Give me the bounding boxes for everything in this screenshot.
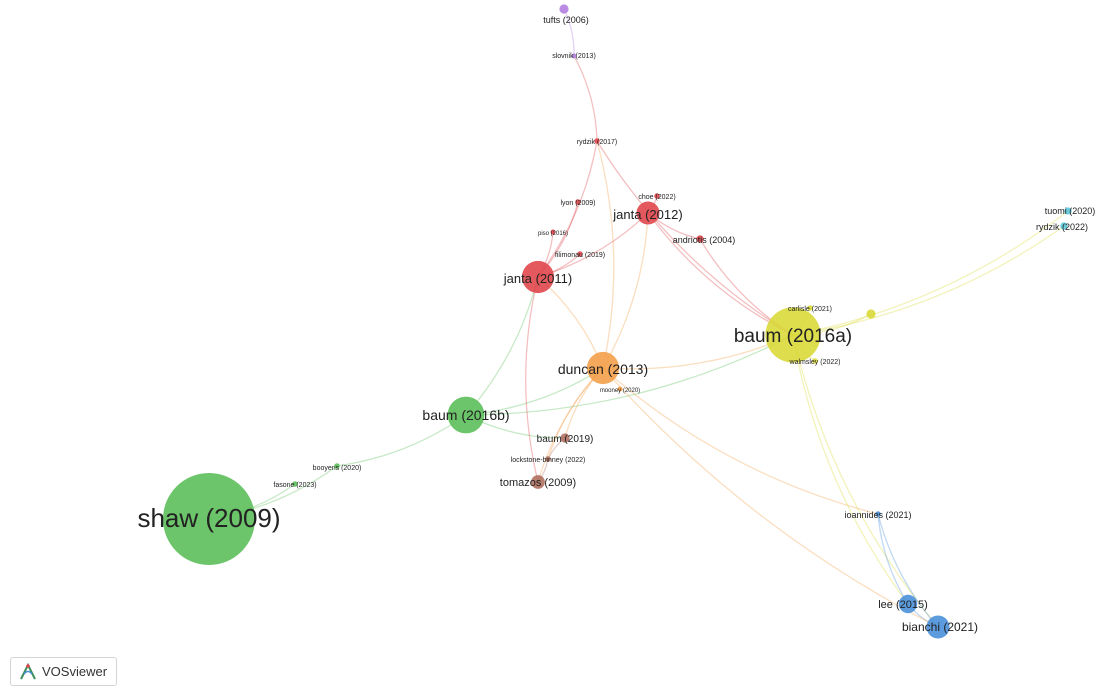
citation-link — [792, 225, 1065, 336]
node-booyens2020[interactable] — [334, 463, 340, 469]
node-rydzik2017[interactable] — [594, 138, 600, 144]
node-label-slovnik2013[interactable]: slovnik (2013) — [552, 53, 596, 60]
node-lockstone2022[interactable] — [545, 456, 551, 462]
citation-link — [877, 513, 939, 628]
node-label-janta2012[interactable]: janta (2012) — [612, 207, 682, 222]
node-slovnik2013[interactable] — [571, 53, 577, 59]
citation-link — [596, 140, 794, 336]
citation-link — [602, 212, 649, 369]
citation-link — [602, 367, 939, 628]
node-label-tomazos2009[interactable]: tomazos (2009) — [500, 477, 576, 489]
citation-link — [537, 367, 604, 483]
citation-link — [573, 55, 598, 142]
citation-link — [792, 334, 939, 628]
node-janta2012[interactable] — [636, 201, 660, 225]
node-label-baum2016b[interactable]: baum (2016b) — [422, 407, 509, 423]
node-label-lyon2009[interactable]: lyon (2009) — [560, 200, 595, 207]
citation-link — [792, 210, 1069, 336]
node-label-duncan2013[interactable]: duncan (2013) — [558, 361, 648, 377]
vosviewer-badge[interactable]: VOSviewer — [10, 657, 117, 686]
node-mooney2020[interactable] — [617, 386, 623, 392]
node-label-baum2019[interactable]: baum (2019) — [537, 434, 594, 445]
node-choe2022[interactable] — [654, 193, 660, 199]
node-carlisle2021[interactable] — [807, 305, 813, 311]
node-bianchi2021[interactable] — [926, 615, 950, 639]
node-rydzik2022[interactable] — [1060, 222, 1068, 230]
vosviewer-label: VOSviewer — [42, 664, 108, 679]
vosviewer-logo-icon — [20, 662, 36, 679]
node-label-rydzik2017[interactable]: rydzik (2017) — [577, 139, 617, 146]
node-fasone2023[interactable] — [292, 481, 298, 487]
node-lee2015[interactable] — [898, 594, 918, 614]
node-filimonau2019[interactable] — [577, 251, 583, 257]
node-andriotis2004[interactable] — [696, 235, 704, 243]
node-label-lee2015[interactable]: lee (2015) — [878, 599, 928, 611]
node-baum2019[interactable] — [560, 433, 570, 443]
node-label-booyens2020[interactable]: booyens (2020) — [313, 465, 362, 472]
citation-link — [537, 212, 649, 278]
node-label-ioannides2021[interactable]: ioannides (2021) — [844, 510, 911, 520]
labels-layer: shaw (2009) baum (2016a) baum (2016b) dunca… — [137, 15, 1095, 634]
node-label-tuomi2020[interactable]: tuomi (2020) — [1045, 206, 1096, 216]
node-label-andriotis2004[interactable]: andriotis (2004) — [673, 235, 736, 245]
citation-link — [877, 513, 909, 605]
node-label-filimonau2019[interactable]: filimonau (2019) — [555, 252, 605, 259]
citation-link — [537, 276, 604, 369]
nodes-layer — [163, 4, 1072, 639]
node-lyon2009[interactable] — [575, 199, 581, 205]
node-shaw2009[interactable] — [163, 473, 255, 565]
citation-link — [792, 334, 909, 605]
node-label-walmsley2022[interactable]: walmsley (2022) — [789, 359, 841, 366]
citation-link — [537, 140, 598, 278]
node-duncan2013[interactable] — [586, 351, 620, 385]
node-baum2016a[interactable] — [765, 307, 821, 363]
node-piso2016[interactable] — [550, 229, 556, 235]
node-label-baum2016a[interactable]: baum (2016a) — [734, 326, 852, 347]
node-label-piso2016[interactable]: piso (2016) — [538, 231, 568, 237]
node-tomazos2009[interactable] — [531, 475, 545, 489]
node-label-lockstone2022[interactable]: lockstone-binney (2022) — [511, 457, 586, 464]
citation-link — [602, 367, 879, 515]
node-yellowextra[interactable] — [866, 309, 876, 319]
node-label-tufts2006[interactable]: tufts (2006) — [543, 15, 589, 25]
node-label-choe2022[interactable]: choe (2022) — [638, 194, 675, 201]
citation-link — [465, 334, 794, 416]
node-label-rydzik2022[interactable]: rydzik (2022) — [1036, 222, 1088, 232]
node-label-fasone2023[interactable]: fasone (2023) — [273, 482, 316, 489]
node-baum2016b[interactable] — [447, 396, 485, 434]
node-label-bianchi2021[interactable]: bianchi (2021) — [902, 620, 978, 634]
node-walmsley2022[interactable] — [812, 358, 818, 364]
node-ioannides2021[interactable] — [875, 511, 881, 517]
node-label-carlisle2021[interactable]: carlisle (2021) — [788, 306, 832, 313]
node-label-janta2011[interactable]: janta (2011) — [503, 271, 572, 286]
node-tufts2006[interactable] — [559, 4, 569, 14]
node-janta2011[interactable] — [521, 260, 555, 294]
node-label-mooney2020[interactable]: mooney (2020) — [600, 388, 640, 394]
citation-link — [647, 212, 794, 336]
citation-link — [525, 276, 539, 483]
links-layer — [208, 8, 1069, 628]
node-tuomi2020[interactable] — [1064, 207, 1072, 215]
node-label-shaw2009[interactable]: shaw (2009) — [137, 503, 280, 533]
citation-link — [596, 140, 615, 369]
